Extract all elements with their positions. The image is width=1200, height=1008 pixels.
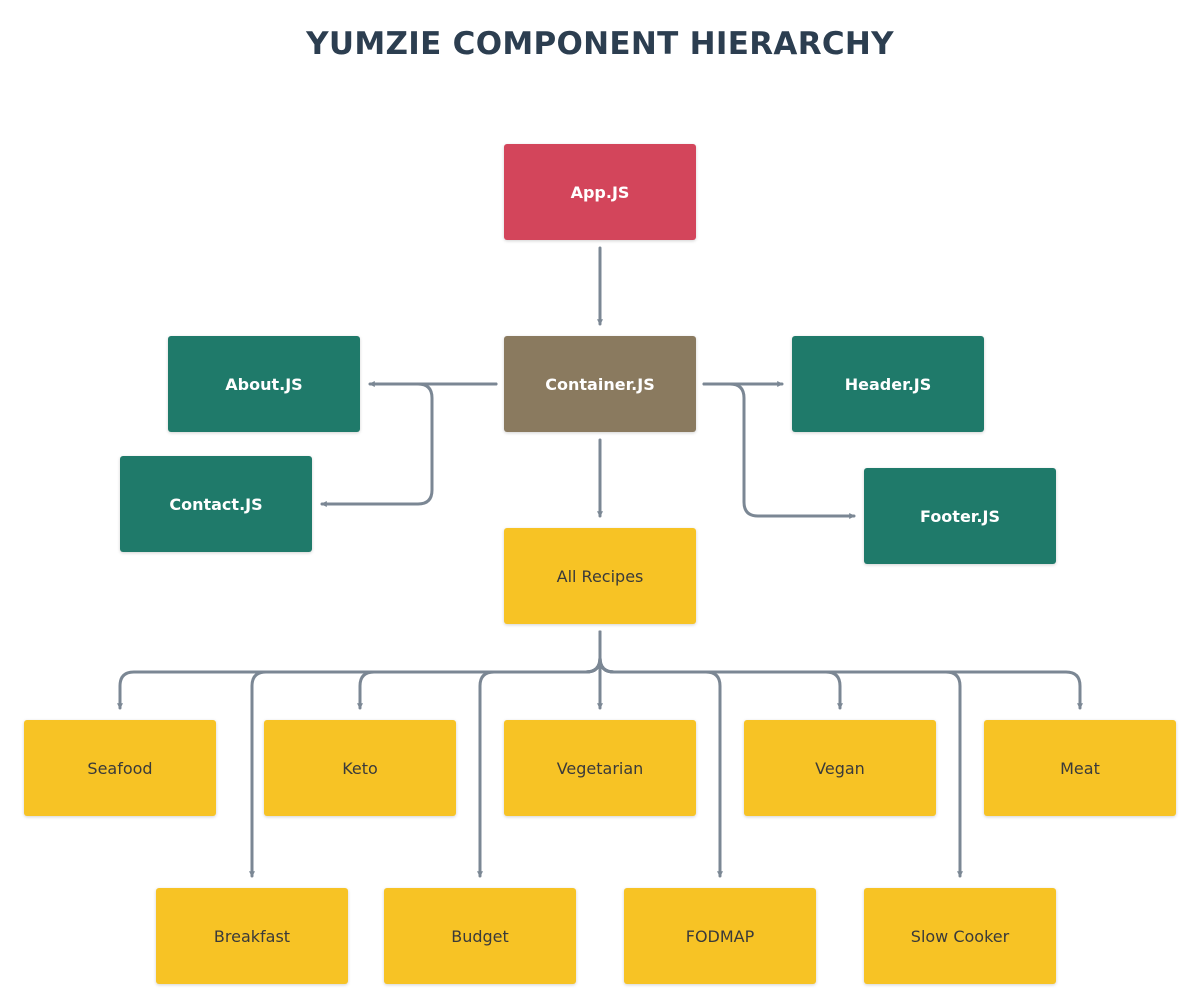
node-category-vegan: Vegan (744, 720, 936, 816)
category-label: Keto (342, 758, 378, 778)
category-label: Vegan (815, 758, 865, 778)
edge-allrecipes-meat (598, 630, 1083, 710)
node-category-breakfast: Breakfast (156, 888, 348, 984)
category-label: Slow Cooker (910, 926, 1010, 946)
node-container: Container.JS (504, 336, 696, 432)
node-app-label: App.JS (570, 182, 630, 202)
node-footer: Footer.JS (864, 468, 1056, 564)
edge-container-footer (702, 382, 856, 519)
category-label: Breakfast (213, 926, 291, 946)
category-label: Seafood (87, 758, 153, 778)
node-header: Header.JS (792, 336, 984, 432)
node-contact-label: Contact.JS (169, 494, 263, 514)
node-category-slow-cooker: Slow Cooker (864, 888, 1056, 984)
node-all-recipes: All Recipes (504, 528, 696, 624)
node-about-label: About.JS (225, 374, 303, 394)
node-about: About.JS (168, 336, 360, 432)
node-category-keto: Keto (264, 720, 456, 816)
node-category-meat: Meat (984, 720, 1176, 816)
category-label: Budget (451, 926, 509, 946)
node-category-budget: Budget (384, 888, 576, 984)
node-container-label: Container.JS (545, 374, 655, 394)
node-category-vegetarian: Vegetarian (504, 720, 696, 816)
node-category-seafood: Seafood (24, 720, 216, 816)
node-all-recipes-label: All Recipes (556, 566, 644, 586)
diagram-title: YUMZIE COMPONENT HIERARCHY (306, 26, 894, 62)
node-app: App.JS (504, 144, 696, 240)
category-label: FODMAP (685, 926, 755, 946)
category-label: Meat (1060, 758, 1100, 778)
node-category-fodmap: FODMAP (624, 888, 816, 984)
node-contact: Contact.JS (120, 456, 312, 552)
category-label: Vegetarian (556, 758, 644, 778)
node-footer-label: Footer.JS (920, 506, 1000, 526)
node-header-label: Header.JS (844, 374, 932, 394)
edge-container-contact (320, 382, 498, 507)
